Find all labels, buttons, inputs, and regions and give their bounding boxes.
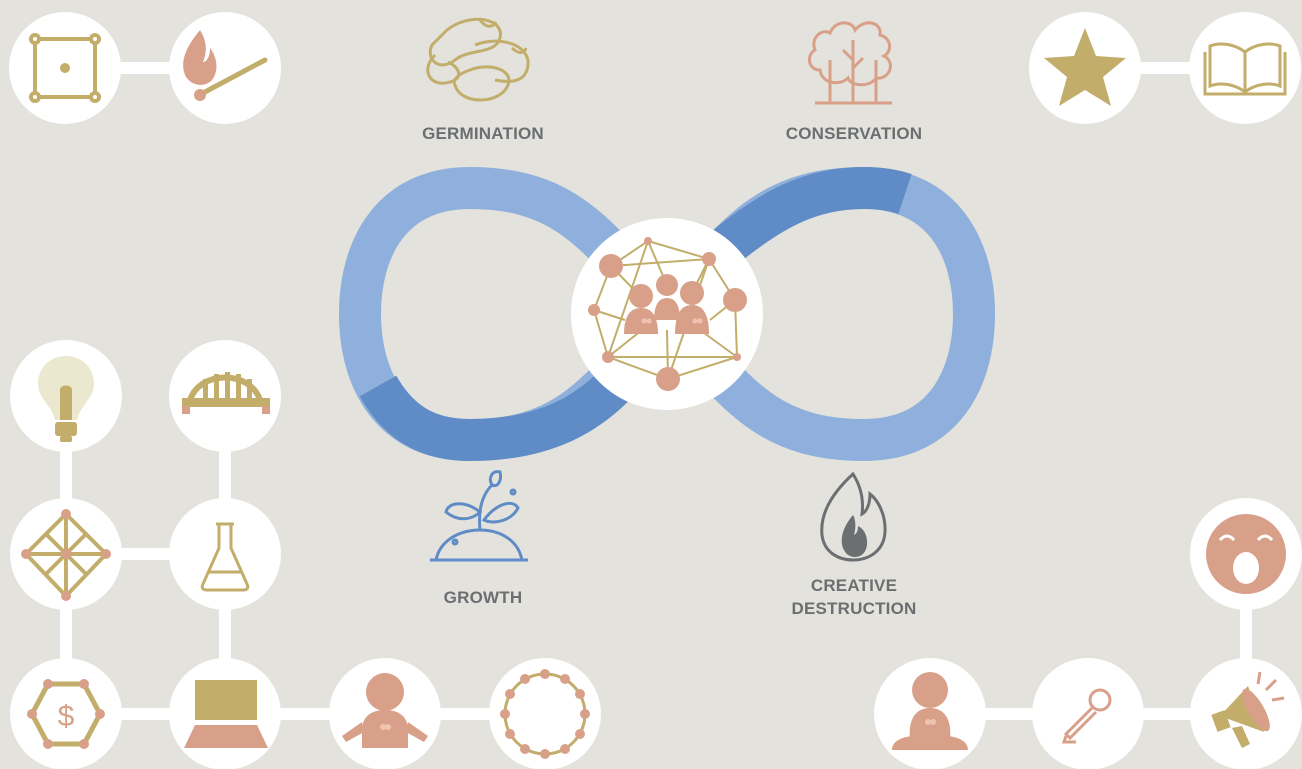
flask-icon	[200, 522, 250, 592]
sprout-icon	[430, 470, 528, 562]
microphone-icon	[1061, 688, 1112, 744]
beans-icon	[426, 17, 530, 102]
germination-label: GERMINATION	[422, 124, 544, 143]
creative-destruction-label: CREATIVE DESTRUCTION	[754, 574, 954, 620]
match-icon	[183, 30, 268, 101]
megaphone-icon	[1211, 671, 1285, 748]
book-icon	[1203, 42, 1287, 96]
people-circle-icon	[500, 669, 590, 759]
creative-destruction-line1: CREATIVE	[810, 576, 898, 595]
trees-icon	[807, 21, 892, 105]
svg-text:$: $	[58, 700, 75, 733]
square-nodes-icon	[29, 33, 101, 103]
lightbulb-icon	[38, 356, 94, 442]
person-heart-icon	[342, 673, 428, 748]
laptop-icon	[184, 680, 268, 748]
creative-destruction-line2: DESTRUCTION	[791, 599, 917, 618]
meditating-person-icon	[892, 672, 968, 750]
fire-icon	[820, 471, 887, 562]
shouting-face-icon	[1206, 514, 1286, 594]
star-icon	[1044, 28, 1126, 106]
bridge-icon	[182, 372, 270, 414]
community-network-icon	[571, 218, 763, 410]
hexagon-dollar-icon: $	[27, 679, 105, 749]
conservation-label: CONSERVATION	[785, 124, 923, 143]
octahedron-icon	[21, 509, 111, 601]
growth-label: GROWTH	[443, 588, 523, 607]
